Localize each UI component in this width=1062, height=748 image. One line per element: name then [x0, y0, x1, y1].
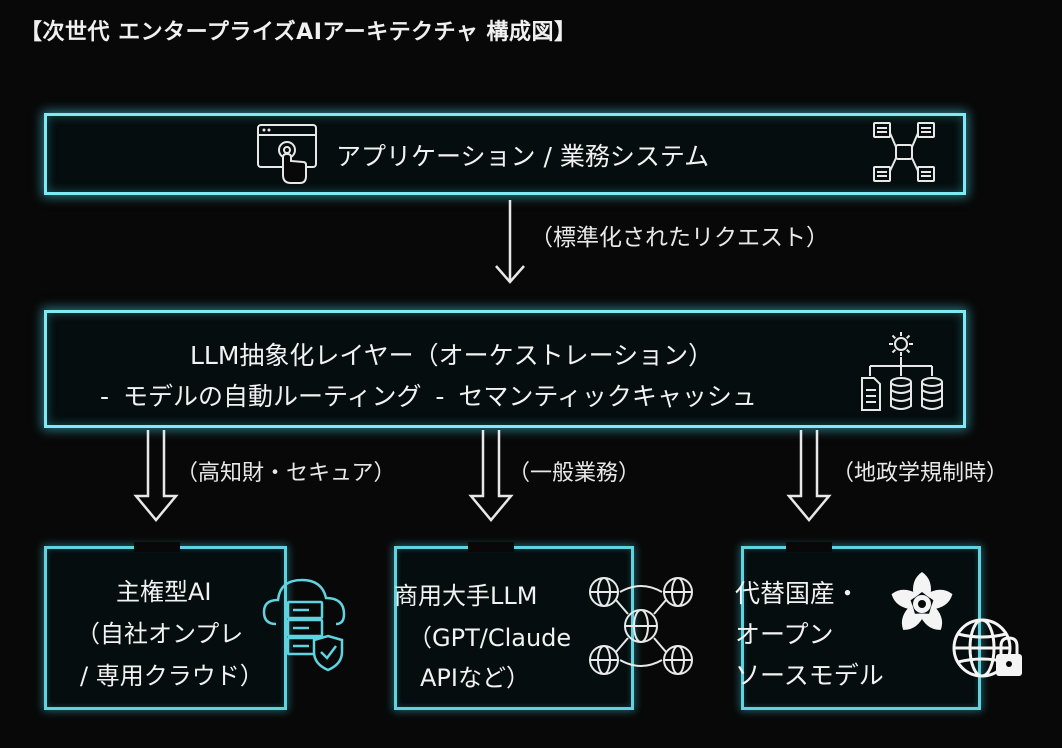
domestic-oss-line3: ソースモデル [735, 661, 884, 690]
cloud-server-shield-icon [262, 578, 346, 672]
llm-layer-features: - モデルの自動ルーティング - セマンティックキャッシュ [100, 382, 757, 411]
system-network-icon [873, 122, 935, 182]
route-label-commercial: （一般業務） [508, 461, 641, 486]
request-arrow [495, 200, 525, 284]
route-arrow-domestic [786, 430, 832, 522]
llm-abstraction-layer-box [44, 310, 966, 428]
domestic-oss-line1: 代替国産・ [735, 579, 861, 608]
route-label-domestic: （地政学規制時） [832, 461, 1009, 486]
domestic-oss-line2: オープン [735, 620, 834, 649]
route-arrow-commercial [468, 430, 514, 522]
route-arrow-sovereign [133, 430, 179, 522]
request-arrow-label: （標準化されたリクエスト） [530, 225, 829, 251]
sovereign-ai-line1: 主権型AI [116, 578, 212, 606]
sovereign-ai-line2: （自社オンプレ [76, 620, 244, 648]
llm-network-icon [589, 577, 693, 675]
commercial-llm-box-gap [468, 542, 514, 552]
commercial-llm-line1: 商用大手LLM [394, 582, 538, 610]
commercial-llm-line3: APIなど） [420, 664, 530, 692]
sovereign-ai-line3: / 専用クラウド） [80, 662, 264, 690]
llm-layer-title: LLM抽象化レイヤー（オーケストレーション） [190, 341, 714, 370]
sakura-globe-lock-icon [891, 572, 1022, 678]
application-layer-label: アプリケーション / 業務システム [336, 142, 710, 171]
domestic-oss-model-box-gap [786, 542, 832, 552]
touch-app-icon [257, 124, 317, 184]
gear-database-icon [861, 332, 943, 411]
commercial-llm-line2: （GPT/Claude [408, 624, 572, 652]
commercial-llm-box [394, 546, 634, 710]
route-label-sovereign: （高知財・セキュア） [176, 461, 396, 486]
page-title: 【次世代 エンタープライズAIアーキテクチャ 構成図】 [20, 20, 577, 45]
application-layer-box [44, 113, 966, 195]
sovereign-ai-box-gap [134, 542, 180, 552]
